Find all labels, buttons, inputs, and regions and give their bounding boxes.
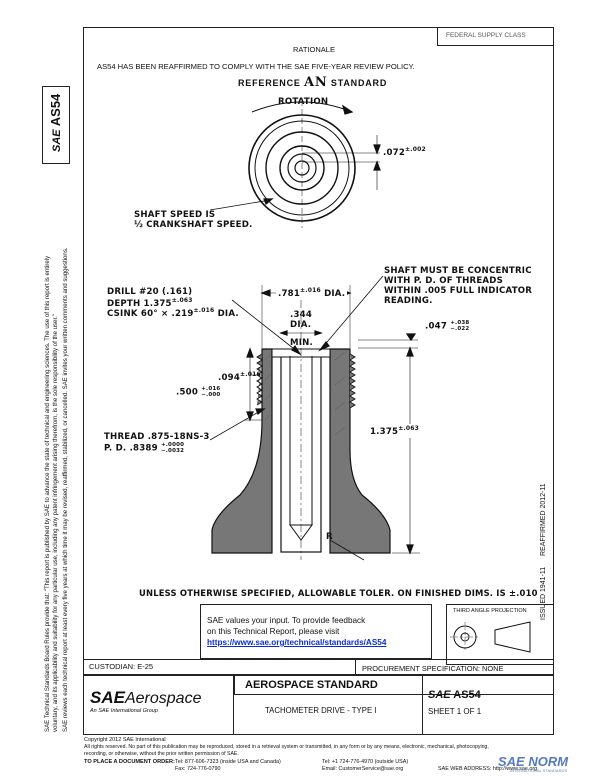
doc-number-value: AS54 [453, 689, 481, 701]
copyright: Copyright 2012 SAE International [84, 737, 166, 743]
concentric-note-1: SHAFT MUST BE CONCENTRIC [384, 266, 532, 276]
procurement-cell [355, 659, 554, 675]
sheet-info: SHEET 1 OF 1 [428, 707, 482, 716]
concentric-note-4: READING. [384, 296, 433, 306]
dim-1375-tol: ±.063 [398, 425, 420, 432]
reference-letters: AN [304, 75, 328, 90]
dim-094-tol: ±.016 [240, 371, 261, 378]
rights-line-1: All rights reserved. No part of this pub… [84, 744, 489, 750]
csink-tol: ±.016 [193, 307, 215, 314]
dim-500: .500 +.016 −.000 [176, 386, 220, 398]
custodian: CUSTODIAN: E-25 [89, 662, 154, 671]
feedback-line-1: SAE values your input. To provide feedba… [207, 616, 366, 625]
drill-note-2: DEPTH 1.375±.063 [107, 297, 193, 309]
rationale-title: RATIONALE [293, 45, 335, 54]
order-fax: Fax: 724-776-0790 [175, 766, 221, 772]
thread-pd: P. D. .8389 [104, 443, 158, 454]
sae-aerospace-logo: SAEAerospace [90, 688, 201, 708]
supply-class-stamp: FEDERAL SUPPLY CLASS [446, 32, 526, 39]
drill-depth-tol: ±.063 [171, 297, 193, 304]
feedback-box [200, 604, 432, 659]
dim-1375-value: 1.375 [370, 426, 399, 437]
procurement-spec: PROCUREMENT SPECIFICATION: NONE [362, 664, 504, 673]
dim-344-3: MIN. [290, 338, 314, 348]
csink-dia: DIA. [217, 308, 239, 319]
dim-344-2: DIA. [290, 320, 312, 330]
sae-logo-number: SAE [428, 689, 451, 701]
dim-1375: 1.375±.063 [368, 424, 422, 438]
dim-047: .047 +.038 −.022 [425, 320, 469, 332]
order-label: TO PLACE A DOCUMENT ORDER: [84, 759, 175, 765]
supply-class-box [437, 27, 554, 46]
feedback-line-2: on this Technical Report, please visit [207, 627, 340, 636]
dim-344-1: .344 [290, 310, 313, 320]
radius-label: R [326, 532, 333, 542]
concentric-note-2: WITH P. D. OF THREADS [384, 276, 503, 286]
thread-pd-tol-dn: −.0032 [160, 448, 185, 454]
dim-500-tol-up: +.016 [201, 386, 221, 392]
reference-suffix: STANDARD [330, 78, 388, 88]
order-tel-intl: Tel: +1 724-776-4970 (outside USA) [322, 759, 409, 765]
shaft-speed-label-2: ½ CRANKSHAFT SPEED. [134, 220, 253, 230]
thread-note-1: THREAD .875-18NS-3 [104, 432, 210, 442]
part-name: TACHOMETER DRIVE - TYPE I [265, 706, 377, 715]
dim-047-value: .047 [425, 321, 448, 332]
reference-title: REFERENCE AN STANDARD [238, 75, 387, 90]
dim-781-dia: DIA. [324, 288, 346, 299]
order-tel-usa: Tel: 877-606-7323 (inside USA and Canada… [175, 759, 281, 765]
drill-note-3: CSINK 60° × .219±.016 DIA. [107, 307, 239, 319]
order-email: Email: CustomerService@sae.org [322, 766, 404, 772]
dim-094-value: .094 [218, 372, 241, 383]
concentric-note-3: WITHIN .005 FULL INDICATOR [384, 286, 533, 296]
dim-781: .781±.016 DIA. [276, 287, 348, 299]
dim-781-value: .781 [278, 288, 301, 299]
dim-072: .072±.002 [383, 146, 426, 158]
projection-box [446, 604, 554, 665]
dim-094: .094±.016 [218, 371, 261, 383]
web-address: SAE WEB ADDRESS: http://www.sae.org [438, 766, 538, 772]
shaft-speed-label-1: SHAFT SPEED IS [134, 210, 216, 220]
reference-prefix: REFERENCE [238, 78, 301, 88]
aerospace-logo-text: Aerospace [124, 690, 202, 707]
logo-subtitle: An SAE International Group [90, 708, 158, 714]
projection-label: THIRD ANGLE PROJECTION [453, 608, 527, 614]
dim-500-tol-dn: −.000 [201, 392, 221, 398]
drill-note-1: DRILL #20 (.161) [107, 287, 193, 297]
thread-note-2: P. D. .8389 +.0000 −.0032 [104, 442, 184, 454]
sae-norm-watermark: SAE NORM [498, 754, 569, 769]
feedback-link[interactable]: https://www.sae.org/technical/standards/… [207, 638, 387, 647]
logo-cell [83, 675, 234, 735]
sae-norm-watermark-sub: INTERNATIONAL STANDARDS [510, 768, 568, 773]
sae-logo: SAE [90, 688, 125, 707]
doc-number: SAE AS54 [428, 689, 481, 701]
rights-line-2: recording, or otherwise, without the pri… [84, 751, 239, 757]
dim-047-tol-dn: −.022 [450, 326, 470, 332]
tolerance-note: UNLESS OTHERWISE SPECIFIED, ALLOWABLE TO… [139, 588, 538, 598]
doc-id-side-box [42, 86, 70, 164]
drill-depth: DEPTH 1.375 [107, 298, 172, 309]
dim-072-value: .072 [383, 147, 406, 158]
rationale-text: AS54 HAS BEEN REAFFIRMED TO COMPLY WITH … [97, 62, 415, 71]
csink-value: CSINK 60° × .219 [107, 308, 194, 319]
dim-047-tol-up: +.038 [450, 320, 470, 326]
dim-781-tol: ±.016 [300, 287, 321, 294]
standard-title: AEROSPACE STANDARD [245, 679, 378, 691]
dim-072-tol: ±.002 [405, 146, 426, 153]
dim-500-value: .500 [176, 387, 199, 398]
thread-pd-tol-up: +.0000 [160, 442, 185, 448]
standard-title-cell [234, 675, 554, 695]
rotation-label: ROTATION [278, 97, 329, 107]
